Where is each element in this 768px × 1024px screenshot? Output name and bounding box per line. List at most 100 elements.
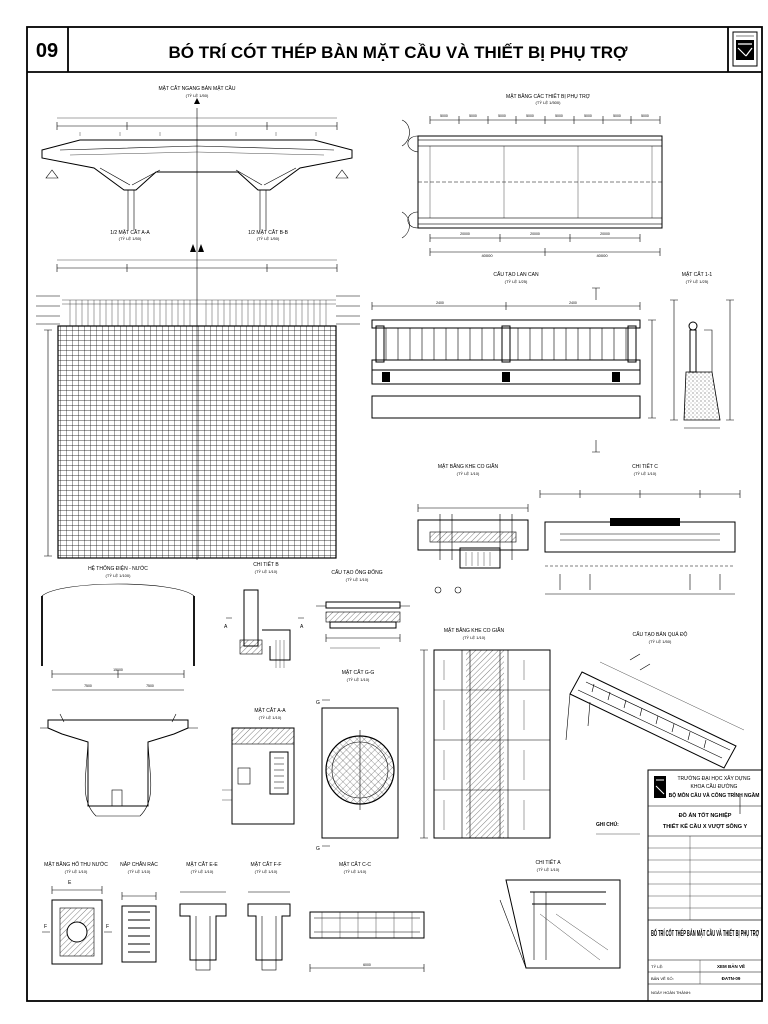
- dim-label: 5000: [613, 114, 621, 118]
- view-scale: (TỶ LỆ 1/10): [463, 635, 486, 640]
- dim-label: 20000: [460, 232, 470, 236]
- dim-label: 5000: [440, 114, 448, 118]
- section-marker: E: [68, 880, 72, 886]
- view-scale: (TỶ LỆ 1/10): [347, 677, 370, 682]
- title-block: TRƯỜNG ĐẠI HỌC XÂY DỰNG KHOA CẦU ĐƯỜNG B…: [647, 769, 763, 1002]
- dim-label: 20000: [600, 232, 610, 236]
- drawing-no-label: BẢN VẼ SỐ:: [651, 976, 674, 981]
- view-scale: (TỶ LỆ 1/100): [106, 573, 132, 578]
- dim-label: 7500: [146, 684, 154, 688]
- view-scale: (TỶ LỆ 1/25): [505, 279, 528, 284]
- section-marker: F: [44, 924, 47, 930]
- view-scale: (TỶ LỆ 1/10): [634, 471, 657, 476]
- view-title: MẶT BẰNG CÁC THIẾT BỊ PHỤ TRỢ: [506, 92, 591, 100]
- school-logo-icon: [732, 31, 758, 67]
- view-detail-c: CHI TIẾT C (TỶ LỆ 1/10): [539, 463, 741, 595]
- view-title: CHI TIẾT C: [632, 463, 658, 470]
- dim-label: 7500: [84, 684, 92, 688]
- view-scale: (TỶ LỆ 1/50): [649, 639, 672, 644]
- dim-label: 5000: [555, 114, 563, 118]
- view-plan-aux: MẶT BẰNG CÁC THIẾT BỊ PHỤ TRỢ (TỶ LỆ 1/5…: [401, 92, 663, 258]
- view-section-1-1: MẶT CẮT 1-1 (TỶ LỆ 1/25): [670, 270, 734, 429]
- section-marker: G: [316, 700, 320, 706]
- view-title: MẶT CẮT C-C: [339, 860, 371, 868]
- view-grate: NẮP CHẮN RÁC (TỶ LỆ 1/10): [120, 860, 158, 963]
- view-section-aa: MẶT CẮT A-A (TỶ LỆ 1/10): [222, 706, 295, 825]
- view-scale: (TỶ LỆ 1/10): [457, 471, 480, 476]
- view-title: MẶT CẮT G-G: [342, 668, 375, 676]
- view-scale: (TỶ LỆ 1/10): [537, 867, 560, 872]
- drawing-title: BỐ TRÍ CỐT THÉP BẢN MẶT CẦU VÀ THIẾT BỊ …: [651, 927, 759, 938]
- completion-date-label: NGÀY HOÀN THÀNH:: [651, 990, 691, 995]
- section-marker: F: [106, 924, 109, 930]
- dim-label: 5000: [526, 114, 534, 118]
- view-section-cc: MẶT CẮT C-C (TỶ LỆ 1/10) 6000: [309, 860, 425, 972]
- view-scale: (TỶ LỆ 1/10): [344, 869, 367, 874]
- view-title: MẶT CẮT NGANG BẢN MẶT CẦU: [159, 84, 236, 92]
- view-approach-slab: CẤU TẠO BẢN QUÁ ĐỘ (TỶ LỆ 1/50): [565, 631, 745, 814]
- view-section-ff: MẶT CẮT F-F (TỶ LỆ 1/10): [247, 860, 291, 971]
- view-scale: (TỶ LỆ 1/50): [119, 236, 142, 241]
- dim-label: 5000: [469, 114, 477, 118]
- view-title: MẶT CẮT A-A: [254, 706, 286, 714]
- view-section-gg: MẶT CẮT G-G (TỶ LỆ 1/10) G G: [316, 668, 399, 852]
- view-title: CẤU TẠO BẢN QUÁ ĐỘ: [633, 631, 688, 638]
- reinforcement-mesh: [57, 325, 337, 559]
- section-marker: A: [224, 624, 228, 630]
- view-scale: (TỶ LỆ 1/10): [255, 569, 278, 574]
- view-title: MẶT BẰNG HỐ THU NƯỚC: [44, 860, 108, 868]
- view-scale: (TỶ LỆ 1/25): [686, 279, 709, 284]
- scale-value: XEM BẢN VẼ: [717, 963, 745, 969]
- view-scale: (TỶ LỆ 1/50): [257, 236, 280, 241]
- view-title: MẶT CẮT E-E: [186, 860, 218, 868]
- sheet-border: [26, 26, 763, 1002]
- view-title: MẶT BẰNG KHE CO GIÃN: [438, 462, 499, 470]
- view-pipe: CẤU TẠO ỐNG ĐỐNG (TỶ LỆ 1/10): [316, 569, 410, 649]
- dim-label: 5000: [584, 114, 592, 118]
- view-detail-a: CHI TIẾT A (TỶ LỆ 1/10): [499, 859, 621, 969]
- view-scale: (TỶ LỆ 1/10): [128, 869, 151, 874]
- dim-label: 5000: [498, 114, 506, 118]
- school-name: TRƯỜNG ĐẠI HỌC XÂY DỰNG: [677, 775, 750, 782]
- dim-label: 40000: [596, 253, 608, 258]
- notes-block: GHI CHÚ:: [596, 821, 640, 835]
- view-scale: (TỶ LỆ 1/10): [346, 577, 369, 582]
- view-scale: (TỶ LỆ 1/10): [191, 869, 214, 874]
- view-detail-b: CHI TIẾT B (TỶ LỆ 1/10) A A: [224, 561, 304, 668]
- view-scale: (TỶ LỆ 1/10): [255, 869, 278, 874]
- view-scale: (TỶ LỆ 1/50): [186, 93, 209, 98]
- drawing-no-value: ĐATN-09: [722, 976, 741, 981]
- dim-label: 2400: [569, 301, 577, 305]
- faculty-name: KHOA CẦU ĐƯỜNG: [691, 783, 738, 790]
- view-title: NẮP CHẮN RÁC: [120, 860, 158, 868]
- scale-label: TỶ LỆ:: [651, 964, 663, 969]
- section-marker: G: [316, 846, 320, 852]
- view-joint-plan: MẶT BẰNG KHE CO GIÃN (TỶ LỆ 1/10): [417, 462, 529, 594]
- sheet-title: BÓ TRÍ CÓT THÉP BÀN MẶT CẦU VÀ THIẾT BỊ …: [168, 43, 628, 62]
- school-emblem-icon: [654, 776, 666, 798]
- project-name: THIẾT KẾ CẦU X VƯỢT SÔNG Y: [663, 822, 748, 830]
- view-title: CHI TIẾT A: [535, 859, 561, 866]
- view-title: CẤU TẠO LAN CAN: [493, 271, 539, 278]
- view-railing: CẤU TẠO LAN CAN (TỶ LỆ 1/25) 2400 2400: [371, 271, 656, 453]
- view-title: HỆ THỐNG ĐIỆN - NƯỚC: [88, 564, 148, 572]
- view-scale: (TỶ LỆ 1/10): [65, 869, 88, 874]
- view-title: 1/2 MẶT CẮT B-B: [248, 228, 288, 236]
- dim-label: 40000: [481, 253, 493, 258]
- view-cross-section: MẶT CẮT NGANG BẢN MẶT CẦU (TỶ LỆ 1/50): [41, 84, 353, 250]
- notes-heading: GHI CHÚ:: [596, 821, 619, 828]
- dim-label: 15000: [113, 668, 123, 672]
- project-type: ĐỒ ÁN TỐT NGHIỆP: [679, 811, 732, 819]
- view-title: CẤU TẠO ỐNG ĐỐNG: [331, 569, 382, 576]
- view-title: 1/2 MẶT CẮT A-A: [110, 228, 150, 236]
- drawing-title-text: BỐ TRÍ CỐT THÉP BẢN MẶT CẦU VÀ THIẾT BỊ …: [651, 927, 759, 938]
- department-name: BỘ MÔN CẦU VÀ CÔNG TRÌNH NGẦM: [669, 791, 760, 799]
- view-catch-basin: MẶT BẰNG HỐ THU NƯỚC (TỶ LỆ 1/10) E F F: [42, 860, 112, 965]
- dim-label: 6000: [363, 963, 371, 967]
- sheet-number: 09: [36, 40, 58, 62]
- view-title: MẶT CẮT 1-1: [682, 270, 713, 278]
- view-scale: (TỶ LỆ 1/10): [259, 715, 282, 720]
- section-marker: A: [300, 624, 304, 630]
- view-scale: (TỶ LỆ 1/500): [536, 100, 562, 105]
